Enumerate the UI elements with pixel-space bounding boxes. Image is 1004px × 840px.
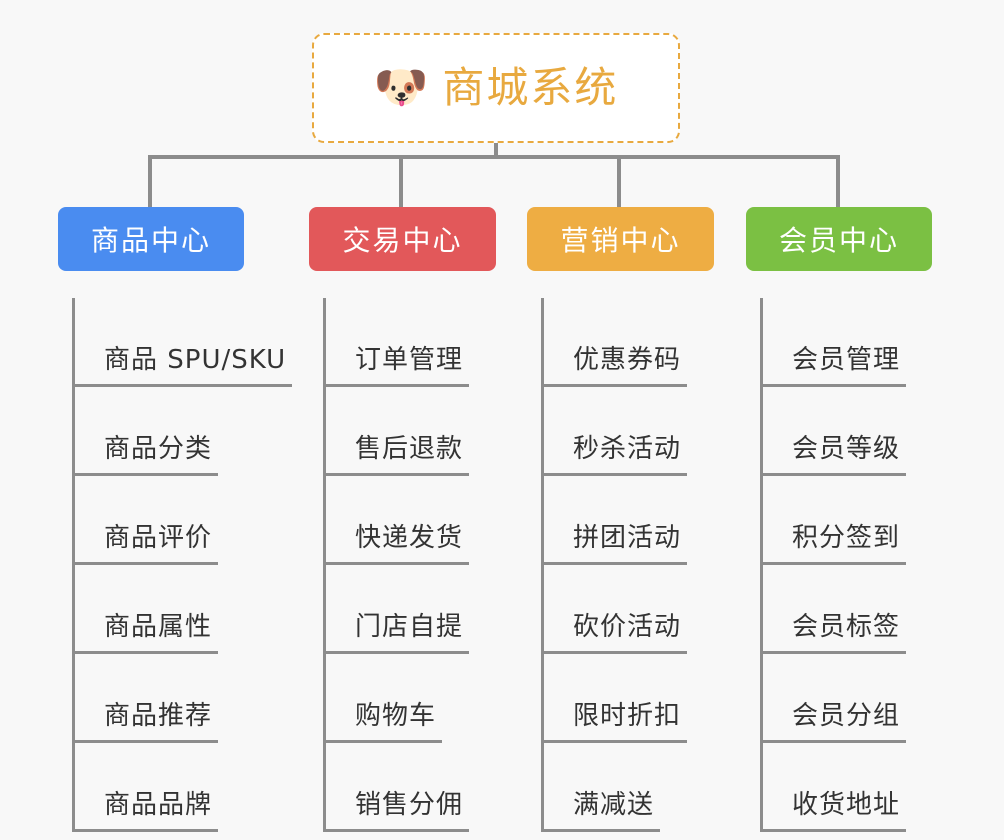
- connector-drop-1: [148, 155, 152, 207]
- list-item[interactable]: 拼团活动: [541, 476, 747, 565]
- list-item[interactable]: 商品属性: [72, 565, 314, 654]
- leaf-label: 销售分佣: [355, 790, 464, 820]
- leaf-list-2: 订单管理 售后退款 快递发货 门店自提 购物车 销售分佣: [309, 298, 529, 832]
- leaf-label: 售后退款: [355, 434, 464, 464]
- leaf-label: 商品属性: [104, 612, 213, 642]
- category-label: 营销中心: [560, 224, 681, 257]
- list-item[interactable]: 售后退款: [323, 387, 529, 476]
- list-item[interactable]: 购物车: [323, 654, 529, 743]
- list-item[interactable]: 会员分组: [760, 654, 966, 743]
- list-item[interactable]: 商品品牌: [72, 743, 314, 832]
- list-item[interactable]: 满减送: [541, 743, 747, 832]
- category-header-member-center[interactable]: 会员中心: [746, 207, 932, 271]
- leaf-label: 砍价活动: [573, 612, 682, 642]
- leaf-label: 会员管理: [792, 345, 901, 375]
- leaf-label: 会员等级: [792, 434, 901, 464]
- connector-drop-4: [836, 155, 840, 207]
- list-item[interactable]: 商品评价: [72, 476, 314, 565]
- leaf-label: 优惠券码: [573, 345, 682, 375]
- leaf-list-3: 优惠券码 秒杀活动 拼团活动 砍价活动 限时折扣 满减送: [527, 298, 747, 832]
- category-header-product-center[interactable]: 商品中心: [58, 207, 244, 271]
- leaf-label: 限时折扣: [573, 701, 682, 731]
- leaf-label: 快递发货: [355, 523, 464, 553]
- list-item[interactable]: 销售分佣: [323, 743, 529, 832]
- leaf-list-4: 会员管理 会员等级 积分签到 会员标签 会员分组 收货地址: [746, 298, 966, 832]
- leaf-label: 积分签到: [792, 523, 901, 553]
- leaf-label: 会员分组: [792, 701, 901, 731]
- list-item[interactable]: 收货地址: [760, 743, 966, 832]
- leaf-label: 订单管理: [355, 345, 464, 375]
- category-column-4: 会员中心 会员管理 会员等级 积分签到 会员标签 会员分组 收货地址: [746, 207, 966, 832]
- category-header-trade-center[interactable]: 交易中心: [309, 207, 496, 271]
- leaf-label: 商品品牌: [104, 790, 213, 820]
- leaf-list-1: 商品 SPU/SKU 商品分类 商品评价 商品属性 商品推荐 商品品牌: [58, 298, 314, 832]
- page-title: 商城系统: [442, 63, 619, 112]
- list-item[interactable]: 秒杀活动: [541, 387, 747, 476]
- category-label: 商品中心: [90, 224, 211, 257]
- connector-drop-2: [399, 155, 403, 207]
- leaf-label: 购物车: [355, 701, 437, 731]
- list-item[interactable]: 会员等级: [760, 387, 966, 476]
- root-node[interactable]: 🐶 商城系统: [312, 33, 680, 143]
- connector-drop-3: [617, 155, 621, 207]
- leaf-label: 商品评价: [104, 523, 213, 553]
- leaf-label: 拼团活动: [573, 523, 682, 553]
- connector-root-stem: [494, 143, 498, 159]
- list-item[interactable]: 订单管理: [323, 298, 529, 387]
- list-item[interactable]: 商品 SPU/SKU: [72, 298, 314, 387]
- leaf-label: 商品分类: [104, 434, 213, 464]
- category-column-2: 交易中心 订单管理 售后退款 快递发货 门店自提 购物车 销售分佣: [309, 207, 529, 832]
- leaf-label: 秒杀活动: [573, 434, 682, 464]
- list-item[interactable]: 优惠券码: [541, 298, 747, 387]
- list-item[interactable]: 快递发货: [323, 476, 529, 565]
- list-item[interactable]: 积分签到: [760, 476, 966, 565]
- list-item[interactable]: 会员管理: [760, 298, 966, 387]
- list-item[interactable]: 砍价活动: [541, 565, 747, 654]
- leaf-label: 收货地址: [792, 790, 901, 820]
- category-label: 会员中心: [778, 224, 899, 257]
- list-item[interactable]: 限时折扣: [541, 654, 747, 743]
- list-item[interactable]: 门店自提: [323, 565, 529, 654]
- leaf-label: 门店自提: [355, 612, 464, 642]
- category-label: 交易中心: [342, 224, 463, 257]
- dog-face-icon: 🐶: [373, 62, 429, 113]
- leaf-label: 会员标签: [792, 612, 901, 642]
- list-item[interactable]: 商品推荐: [72, 654, 314, 743]
- list-item[interactable]: 商品分类: [72, 387, 314, 476]
- leaf-label: 商品 SPU/SKU: [104, 345, 287, 375]
- connector-horizontal-bus: [148, 155, 840, 159]
- leaf-label: 满减送: [573, 790, 655, 820]
- list-item[interactable]: 会员标签: [760, 565, 966, 654]
- category-column-3: 营销中心 优惠券码 秒杀活动 拼团活动 砍价活动 限时折扣 满减送: [527, 207, 747, 832]
- category-header-marketing-center[interactable]: 营销中心: [527, 207, 714, 271]
- category-column-1: 商品中心 商品 SPU/SKU 商品分类 商品评价 商品属性 商品推荐 商品品牌: [58, 207, 314, 832]
- leaf-label: 商品推荐: [104, 701, 213, 731]
